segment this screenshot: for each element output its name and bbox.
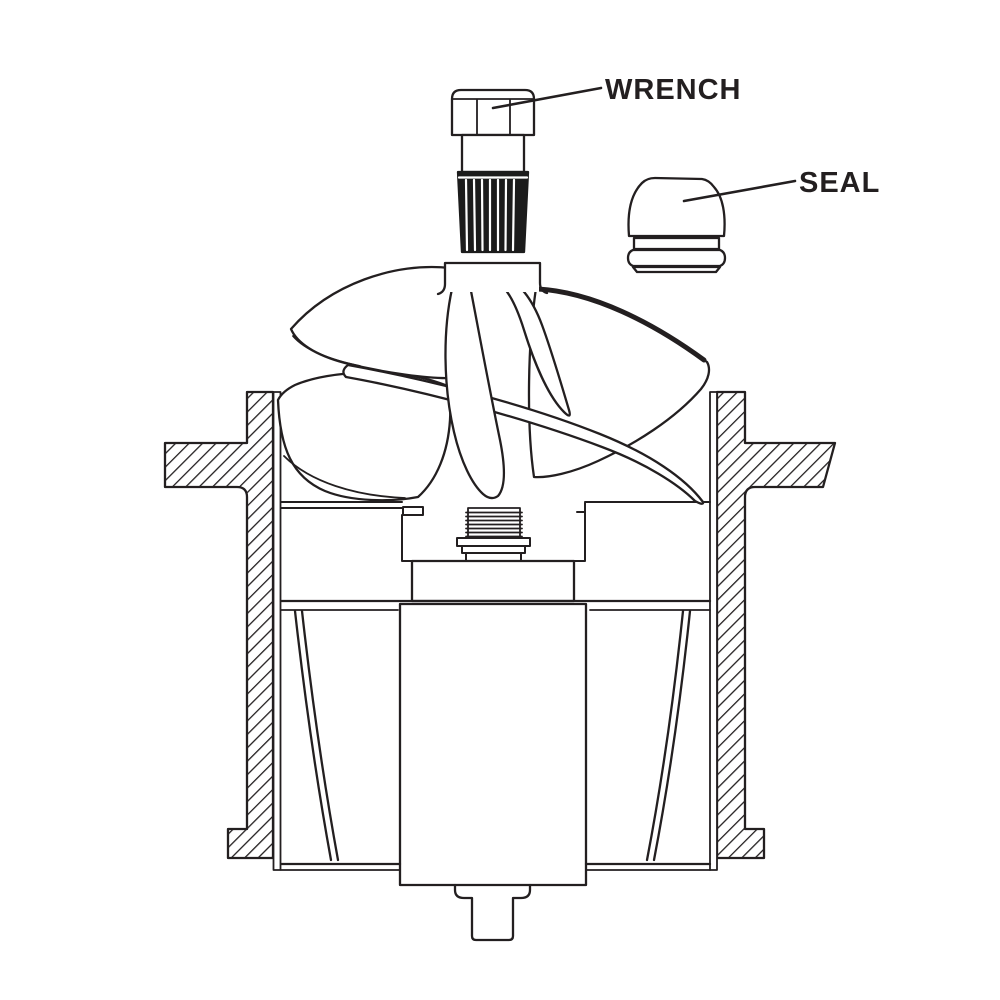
threaded-shaft <box>465 507 523 539</box>
pump-housing-left-wall <box>163 390 282 871</box>
left-stator-vane <box>293 609 333 862</box>
left-wear-ring-liner <box>272 391 282 871</box>
wrench-shank <box>460 133 526 174</box>
motor-rotor-body <box>398 602 588 887</box>
drive-shaft-stub <box>453 883 532 942</box>
wrench-leader-line <box>491 86 603 110</box>
label-seal: SEAL <box>799 167 881 199</box>
shaft-collar <box>456 537 531 562</box>
seal-leader-line <box>682 179 797 203</box>
right-wear-ring-liner <box>709 391 718 871</box>
impeller-hub <box>446 262 539 292</box>
right-stator-vane <box>652 609 692 862</box>
wrench-spline-socket <box>456 170 530 254</box>
impeller <box>276 261 711 505</box>
bearing-housing-block <box>410 559 576 603</box>
impeller-seat-shelf <box>280 501 711 562</box>
wrench-hex-head <box>450 88 536 137</box>
wrench-tool <box>450 88 536 254</box>
seal-cap <box>626 176 727 274</box>
pump-housing-right-wall <box>709 390 837 871</box>
motor-section <box>279 599 712 942</box>
label-wrench: WRENCH <box>605 74 742 106</box>
seal-dome <box>627 176 726 238</box>
